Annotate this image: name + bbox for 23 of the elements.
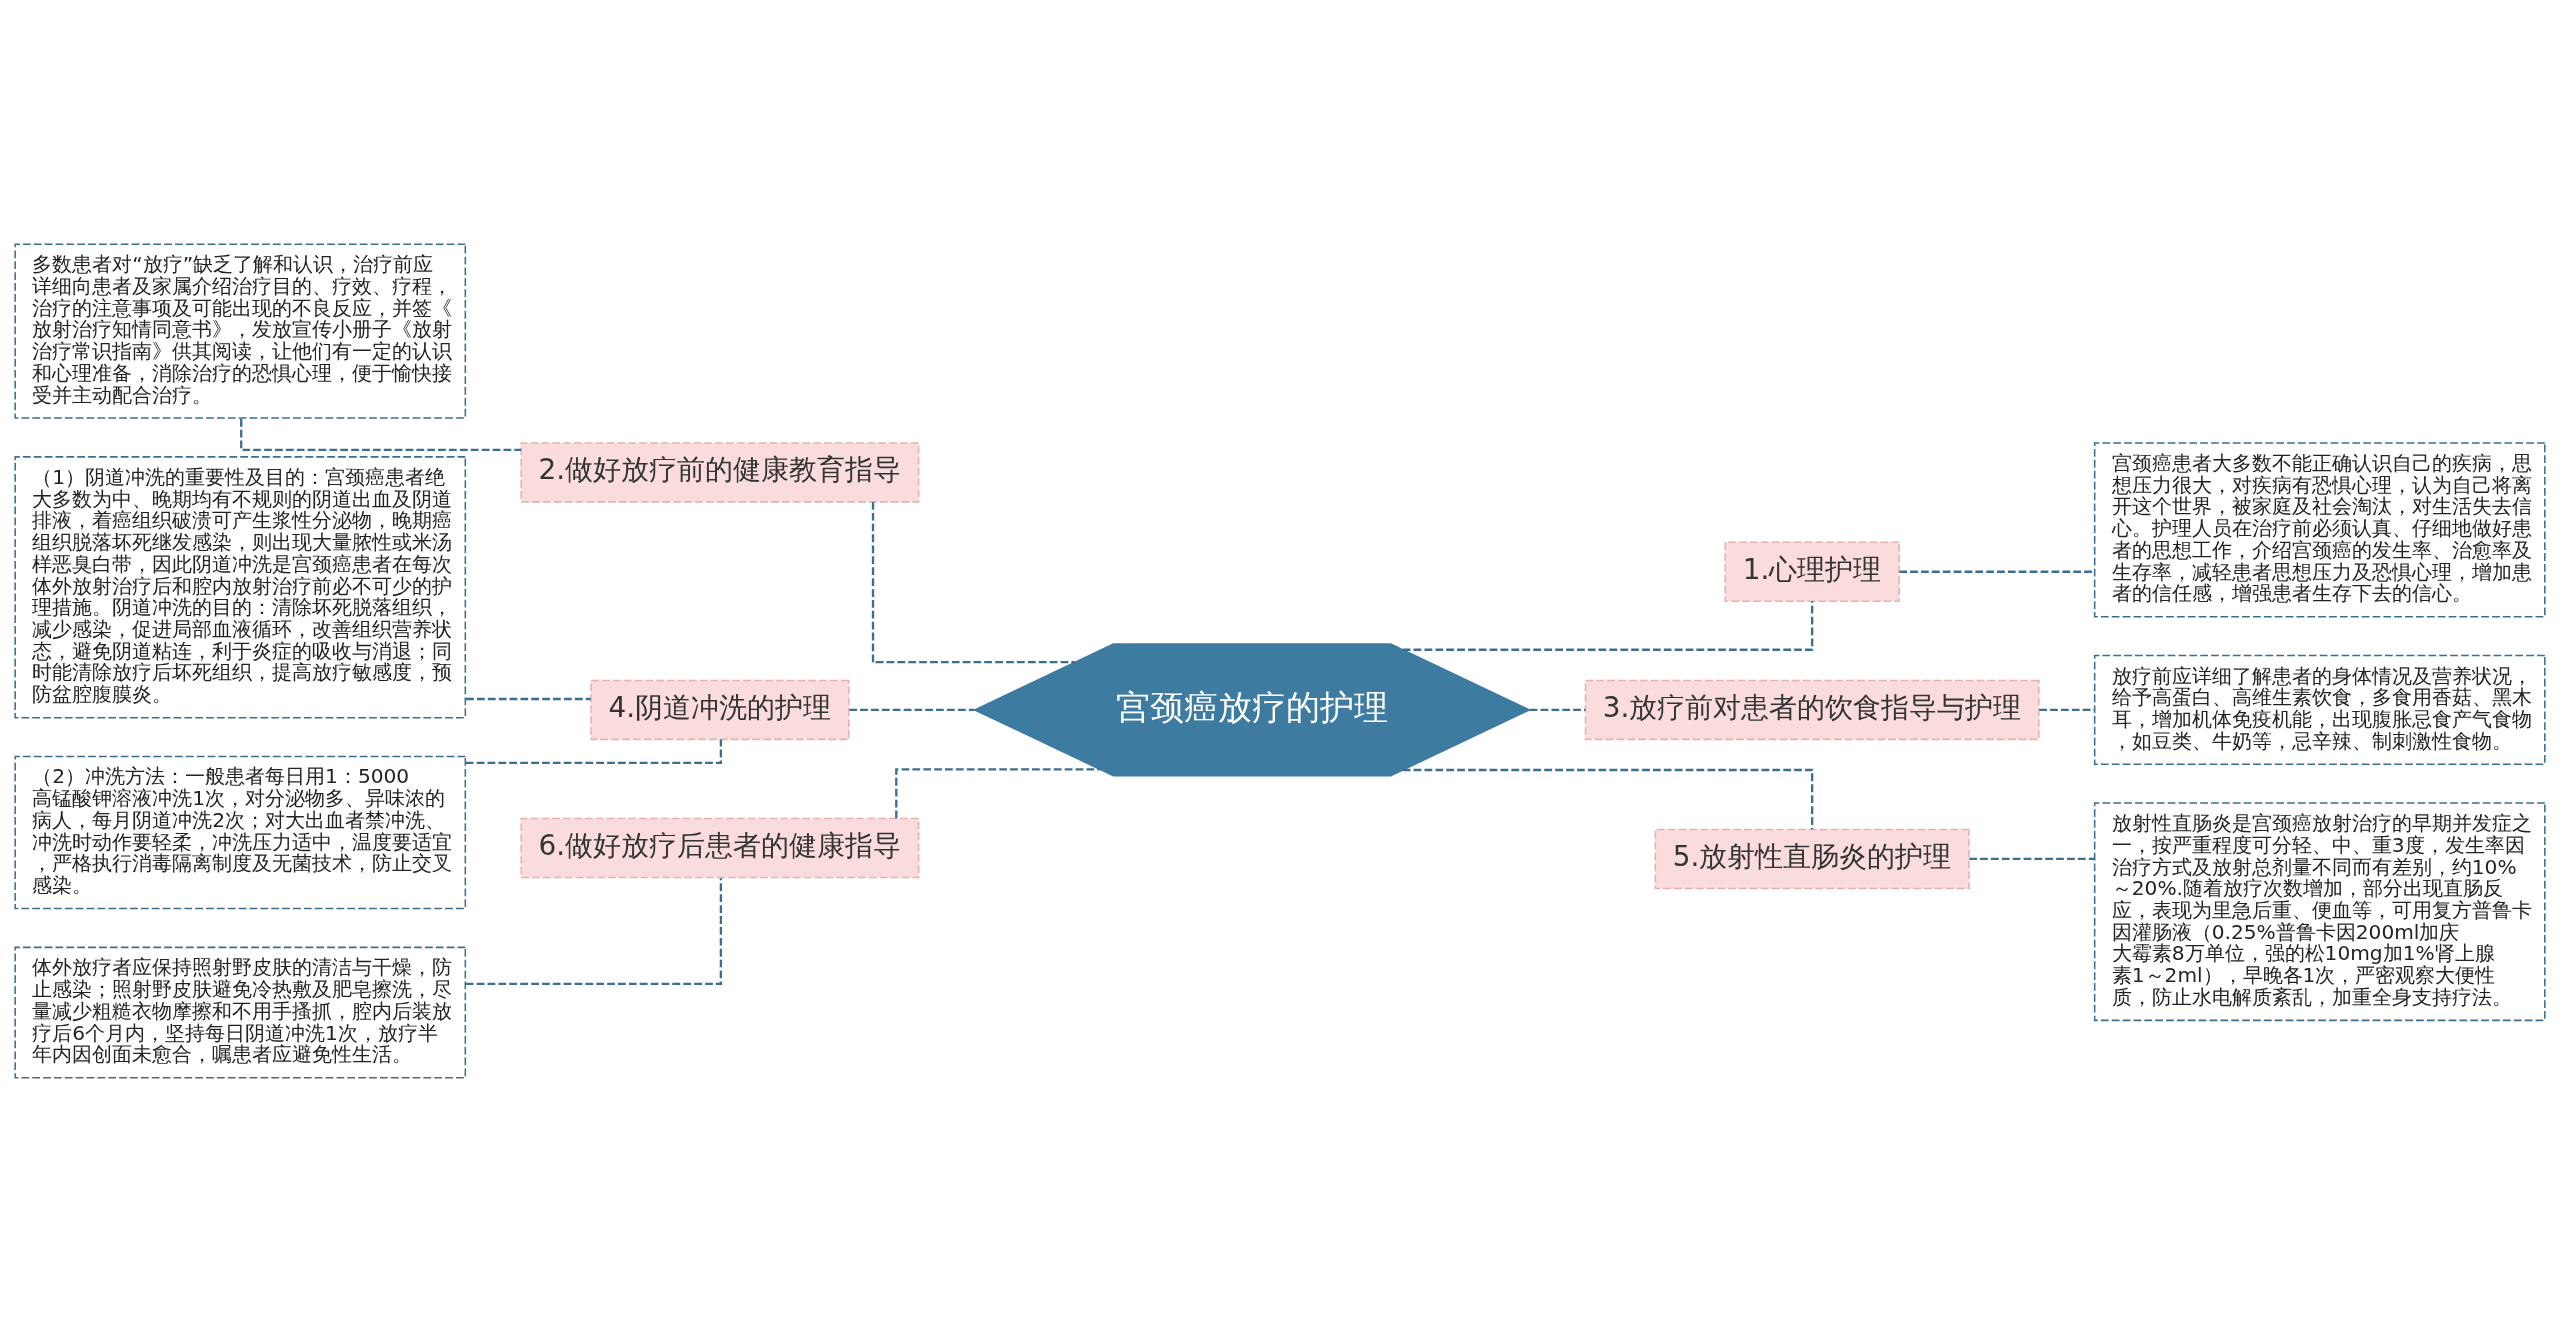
connector xyxy=(1969,857,2095,860)
node-box: 6.做好放疗后患者的健康指导 xyxy=(520,817,920,878)
connector xyxy=(1402,600,1814,651)
connector xyxy=(465,877,723,985)
node-box: 1.心理护理 xyxy=(1724,540,1900,602)
node-box: 放疗前应详细了解患者的身体情况及营养状况，给予高蛋白、高维生素饮食，多食用香菇、黑木耳，增加机体免疫机能，出现腹胀忌食产气食物，如豆类、牛奶等，忌辛辣、制刺激性食物。 xyxy=(2093,654,2546,765)
node-box: 放射性直肠炎是宫颈癌放射治疗的早期并发症之一，按严重程度可分轻、中、重3度，发生率因治疗方式及放射总剂量不同而有差别，约10%～20%.随着放疗次数增加，部分出现直肠反应，表现为里急后重、便血等，可用复方普鲁卡因灌肠液（0.25%普鲁卡因200ml加庆大霉素8万单位，强的松10mg加1%肾上腺素1～2ml），早晚各1次，严密观察大便性质，防止水电解质紊乱，加重全身支持疗法。 xyxy=(2093,801,2546,1021)
connector xyxy=(1529,708,1586,711)
node-box: （1）阴道冲洗的重要性及目的：宫颈癌患者绝大多数为中、晚期均有不规则的阴道出血及阴道排液，着癌组织破溃可产生浆性分泌物，晚期癌组织脱落坏死继发感染，则出现大量脓性或米汤样恶臭白带，因此阴道冲洗是宫颈癌患者在每次体外放射治疗后和腔内放射治疗前必不可少的护理措施。阴道冲洗的目的：清除坏死脱落组织，减少感染，促进局部血液循环，改善组织营养状态，避免阴道粘连，利于炎症的吸收与消退；同时能清除放疗后坏死组织，提高放疗敏感度，预防盆腔腹膜炎。 xyxy=(14,455,467,718)
node-box: 5.放射性直肠炎的护理 xyxy=(1654,828,1970,889)
connector xyxy=(466,697,591,700)
connector xyxy=(895,767,1100,818)
connector xyxy=(849,708,975,711)
node-box: （2）冲洗方法：一般患者每日用1：5000高锰酸钾溶液冲洗1次，对分泌物多、异味浓的病人，每月阴道冲洗2次；对大出血者禁冲洗、冲洗时动作要轻柔，冲洗压力适中，温度要适宜，严格执行消毒隔离制度及无菌技术，防止交叉感染。 xyxy=(14,755,467,909)
node-box: 3.放疗前对患者的饮食指导与护理 xyxy=(1584,679,2040,740)
node-box: 宫颈癌患者大多数不能正确认识自己的疾病，思想压力很大，对疾病有恐惧心理，认为自己将离开这个世界，被家庭及社会淘汰，对生活失去信心。护理人员在治疗前必须认真、仔细地做好患者的思想工作，介绍宫颈癌的发生率、治愈率及生存率，减轻患者思想压力及恐惧心理，增加患者的信任感，增强患者生存下去的信心。 xyxy=(2093,441,2546,618)
connector xyxy=(1899,570,2095,573)
node-box: 2.做好放疗前的健康教育指导 xyxy=(520,441,920,503)
node-box: 4.阴道冲洗的护理 xyxy=(590,679,850,740)
node-box: 多数患者对“放疗”缺乏了解和认识，治疗前应详细向患者及家属介绍治疗目的、疗效、疗程，治疗的注意事项及可能出现的不良反应，并签《放射治疗知情同意书》，发放宣传小册子《放射治疗常识指南》供其阅读，让他们有一定的认识和心理准备，消除治疗的恐惧心理，便于愉快接受并主动配合治疗。 xyxy=(14,242,467,419)
node-box: 体外放疗者应保持照射野皮肤的清洁与干燥，防止感染；照射野皮肤避免冷热敷及肥皂擦洗，尽量减少粗糙衣物摩擦和不用手搔抓，腔内后装放疗后6个月内，坚持每日阴道冲洗1次，放疗半年内因创面未愈合，嘱患者应避免性生活。 xyxy=(14,946,467,1079)
connector xyxy=(871,501,1075,663)
connector xyxy=(1402,768,1814,829)
